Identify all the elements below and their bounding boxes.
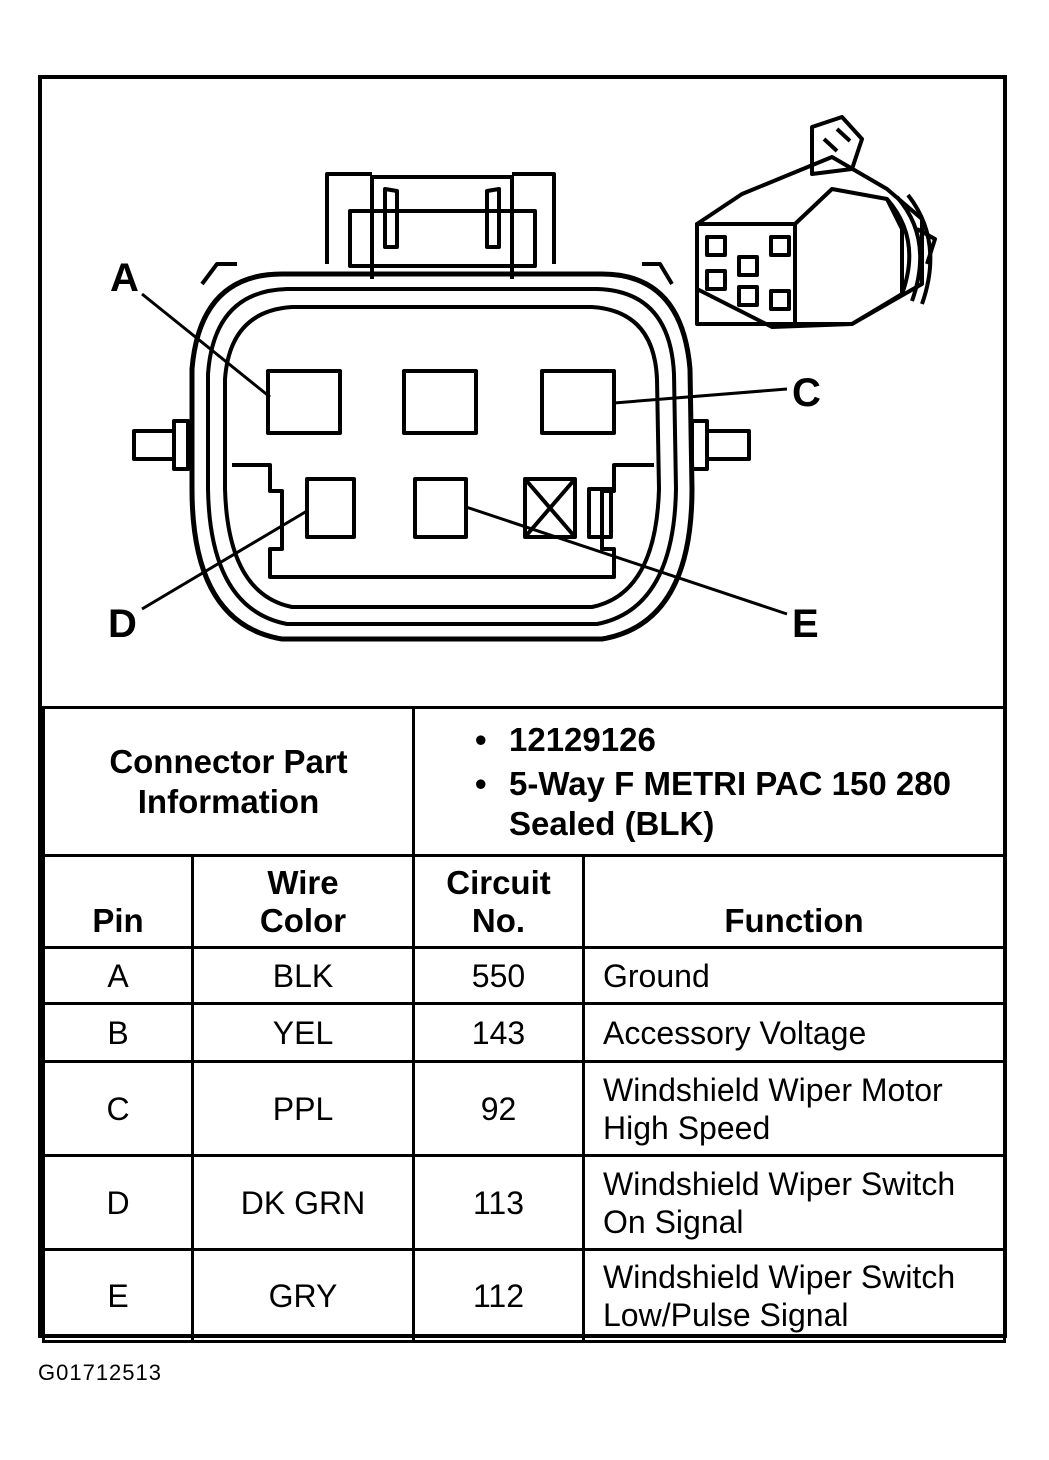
pin-label-e: E — [792, 602, 819, 646]
part-number-item: 5-Way F METRI PAC 150 280 Sealed (BLK) — [475, 764, 1003, 844]
cell-pin: D — [42, 1154, 194, 1251]
connector-pinout-table: Connector Part Information 12129126 5-Wa… — [42, 706, 1007, 1343]
cell-wire-color: PPL — [191, 1060, 415, 1157]
cell-circuit: 113 — [412, 1154, 585, 1251]
cell-function: Windshield Wiper Switch Low/Pulse Signal — [581, 1248, 1007, 1343]
connector-part-numbers: 12129126 5-Way F METRI PAC 150 280 Seale… — [411, 706, 1007, 857]
figure-frame: A C D E Connector Part Information 12129… — [38, 75, 1007, 1343]
cell-function: Windshield Wiper Motor High Speed — [581, 1060, 1007, 1157]
pin-label-a: A — [110, 256, 139, 300]
header-function: Function — [581, 854, 1007, 949]
cell-pin: C — [42, 1060, 194, 1157]
table-row: A BLK 550 Ground — [42, 946, 1007, 1005]
cell-circuit: 550 — [412, 946, 585, 1005]
part-number-item: 12129126 — [475, 720, 1003, 760]
connector-part-info-label: Connector Part Information — [42, 706, 415, 857]
header-wire-color: Wire Color — [191, 854, 415, 949]
cell-pin: B — [42, 1002, 194, 1063]
column-header-row: Pin Wire Color Circuit No. Function — [42, 854, 1007, 949]
table-row: E GRY 112 Windshield Wiper Switch Low/Pu… — [42, 1248, 1007, 1343]
pin-label-d: D — [108, 602, 137, 646]
table-row: D DK GRN 113 Windshield Wiper Switch On … — [42, 1154, 1007, 1251]
cell-wire-color: DK GRN — [191, 1154, 415, 1251]
cell-pin: E — [42, 1248, 194, 1343]
table-row: B YEL 143 Accessory Voltage — [42, 1002, 1007, 1063]
pin-label-c: C — [792, 371, 821, 415]
header-circuit-no: Circuit No. — [412, 854, 585, 949]
figure-id: G01712513 — [38, 1360, 162, 1385]
connector-diagram: A C D E — [42, 79, 1003, 706]
cell-wire-color: GRY — [191, 1248, 415, 1343]
cell-wire-color: YEL — [191, 1002, 415, 1063]
cell-circuit: 143 — [412, 1002, 585, 1063]
header-pin: Pin — [42, 854, 194, 949]
cell-circuit: 92 — [412, 1060, 585, 1157]
cell-function: Ground — [581, 946, 1007, 1005]
connector-part-info-row: Connector Part Information 12129126 5-Wa… — [42, 706, 1007, 857]
cell-circuit: 112 — [412, 1248, 585, 1343]
table-row: C PPL 92 Windshield Wiper Motor High Spe… — [42, 1060, 1007, 1157]
cell-wire-color: BLK — [191, 946, 415, 1005]
connector-face-drawing: A C D E — [108, 115, 937, 646]
cell-pin: A — [42, 946, 194, 1005]
cell-function: Windshield Wiper Switch On Signal — [581, 1154, 1007, 1251]
cell-function: Accessory Voltage — [581, 1002, 1007, 1063]
latch-outline — [370, 175, 514, 279]
